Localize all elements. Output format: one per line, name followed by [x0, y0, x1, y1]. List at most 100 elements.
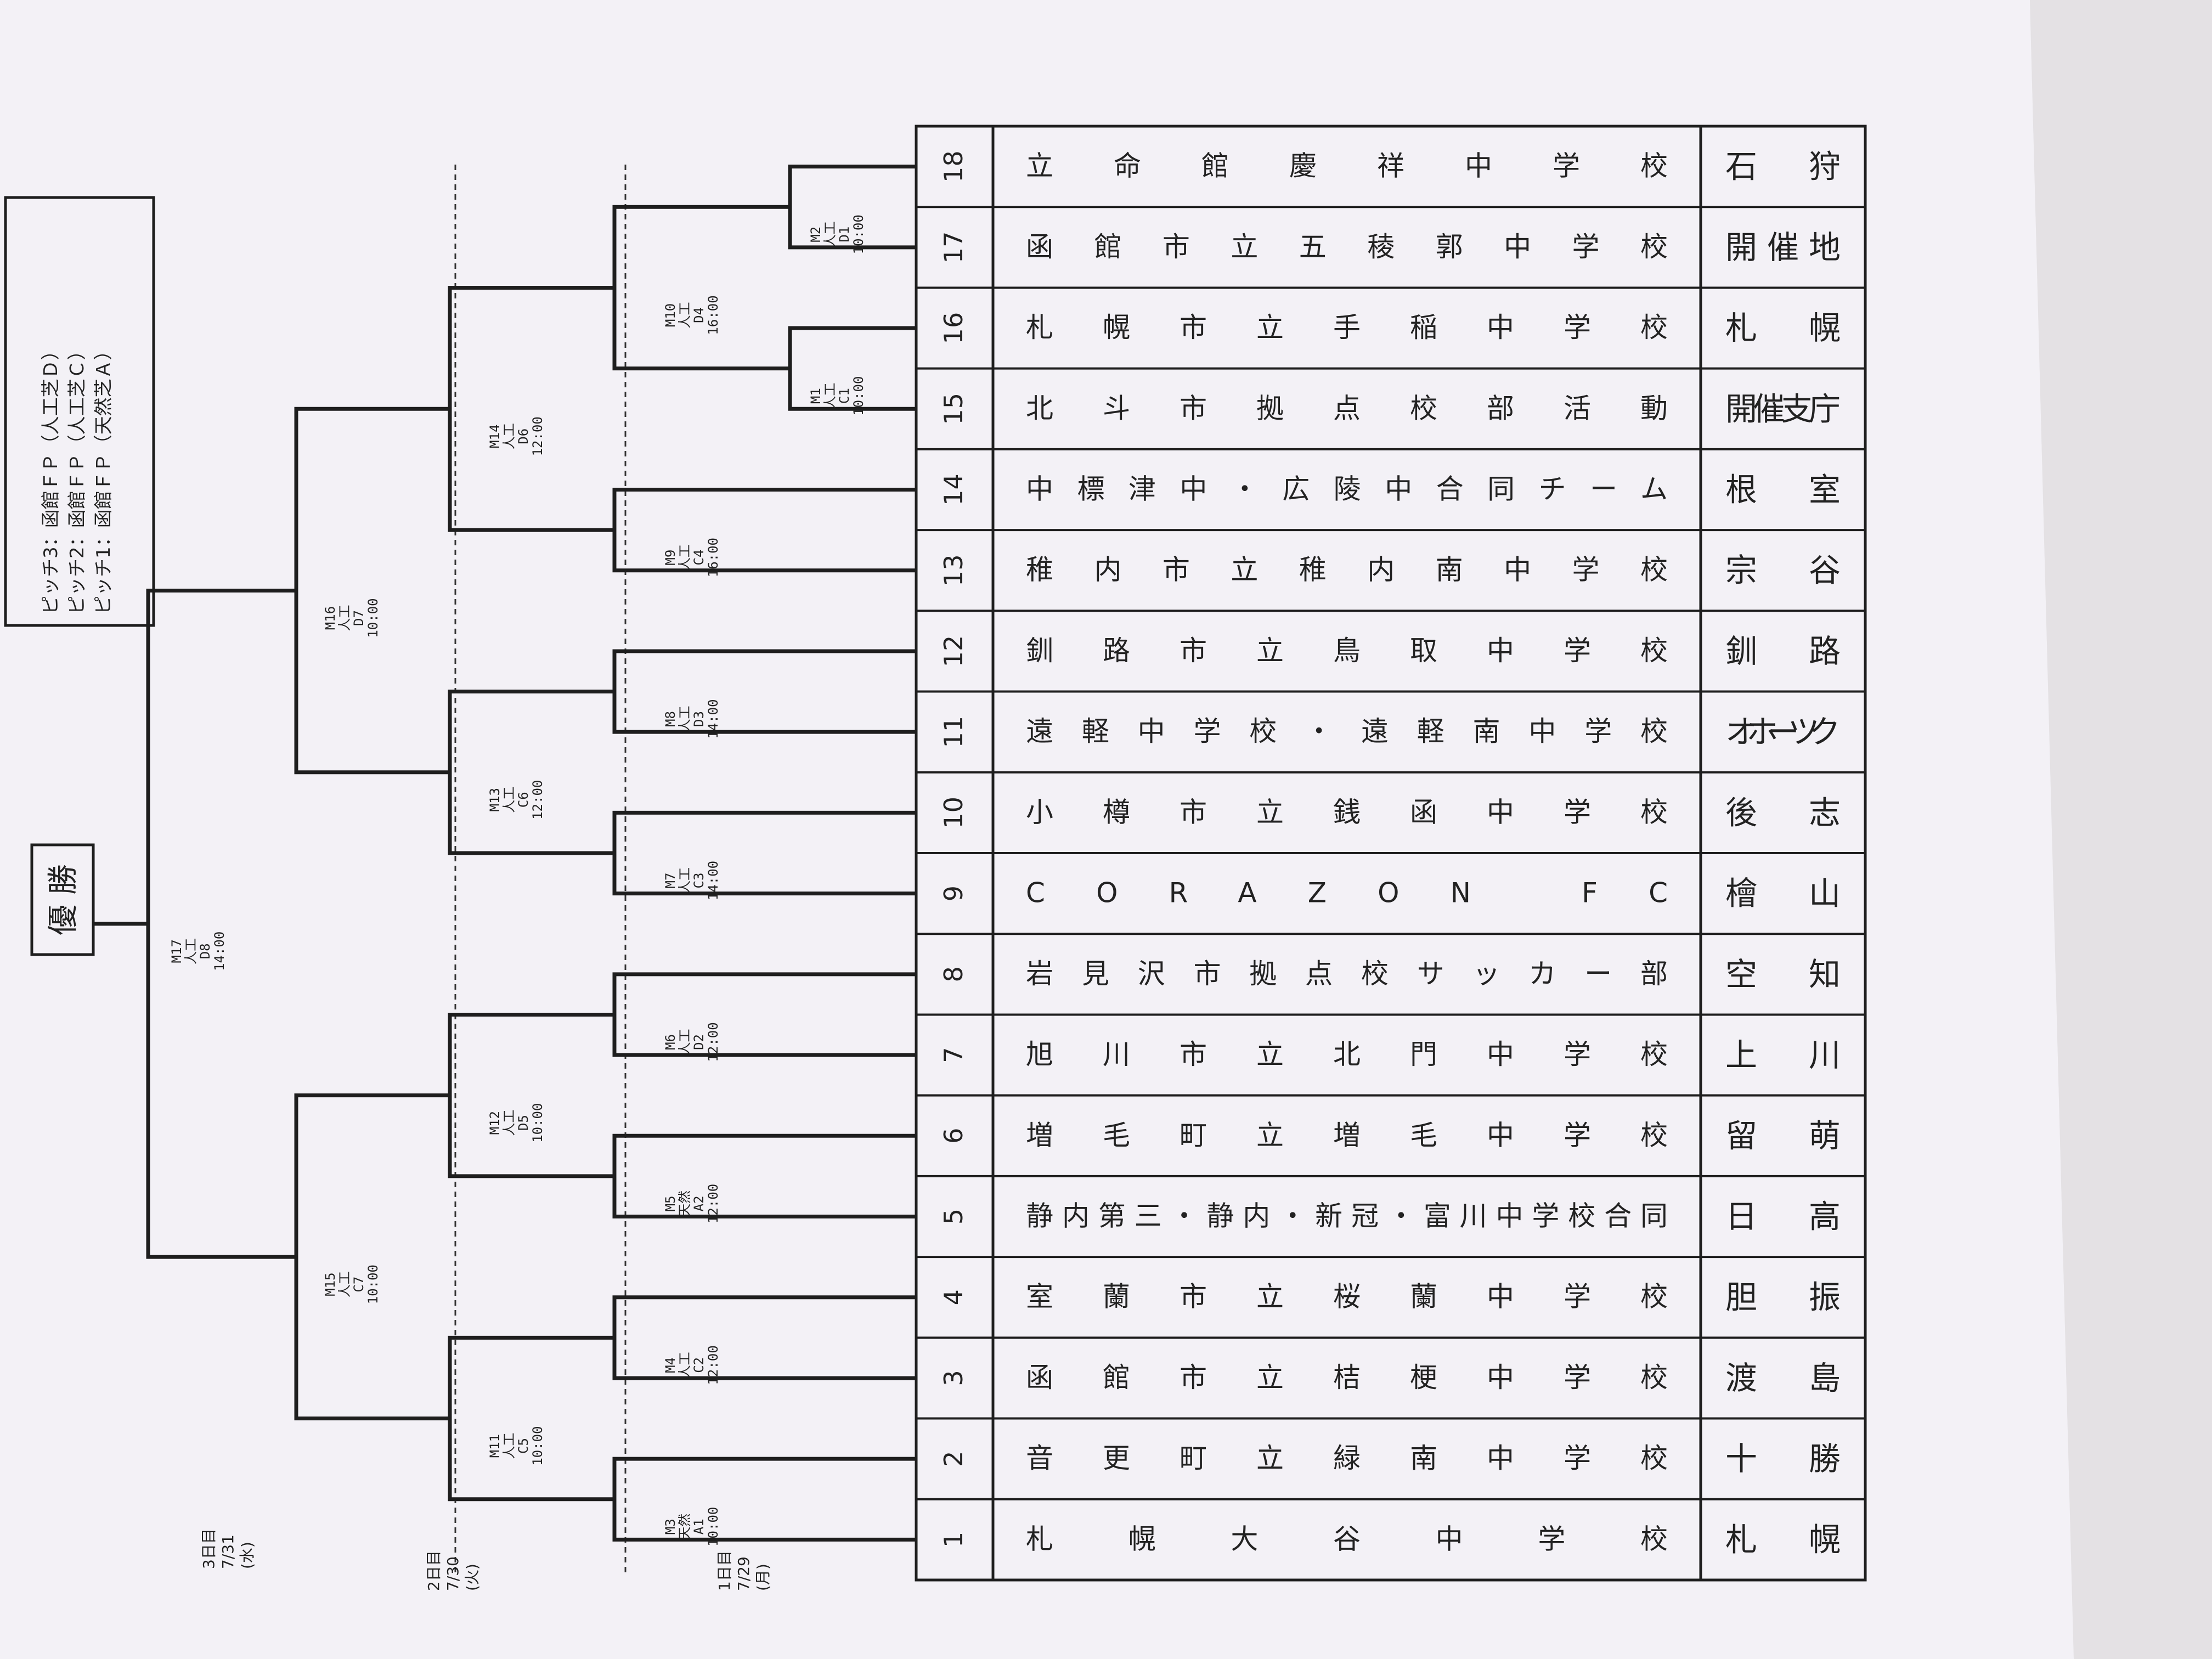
team-number: 15	[939, 393, 968, 425]
team-number: 13	[939, 554, 968, 586]
match-text: M4	[663, 1357, 678, 1373]
match-text: M14	[487, 425, 503, 448]
team-number: 6	[939, 1128, 968, 1144]
svg-text:1日目: 1日目	[715, 1550, 733, 1591]
team-number: 1	[939, 1532, 968, 1548]
match-text: D6	[516, 428, 531, 444]
team-number: 4	[939, 1289, 968, 1305]
team-number: 11	[939, 716, 968, 748]
match-text: M13	[487, 788, 503, 811]
team-region: オホーツク	[1725, 713, 1841, 751]
team-number: 8	[939, 966, 968, 982]
match-text: 人工	[337, 1271, 352, 1297]
paper-sheet	[0, 0, 2074, 1659]
match-text: C1	[837, 388, 852, 404]
match-text: 人工	[501, 1433, 517, 1459]
match-labels: M1人工C110:00M2人工D110:00M3天然A110:00M4人工C21…	[169, 215, 866, 1547]
match-text: 16:00	[706, 538, 721, 577]
team-number: 2	[939, 1451, 968, 1467]
legend-line-1: ピッチ1：函館ＦＰ（天然芝Ａ）	[93, 341, 115, 614]
pitch-legend: ピッチ1：函館ＦＰ（天然芝Ａ） ピッチ2：函館ＦＰ（人工芝Ｃ） ピッチ3：函館Ｆ…	[4, 196, 155, 627]
match-text: C7	[351, 1277, 366, 1293]
team-school: 旭川市立北門中学校	[1026, 1039, 1668, 1070]
match-text: C2	[691, 1357, 707, 1373]
svg-text:(月): (月)	[754, 1564, 772, 1591]
svg-text:(水): (水)	[238, 1542, 256, 1569]
match-text: 人工	[822, 221, 838, 247]
match-text: 10:00	[530, 1103, 545, 1143]
team-school: 小樽市立銭函中学校	[1026, 796, 1668, 828]
team-school: 函館市立桔梗中学校	[1026, 1362, 1668, 1393]
team-number: 18	[939, 150, 968, 183]
match-text: 10:00	[365, 1265, 381, 1304]
match-text: 天然	[677, 1514, 692, 1540]
team-school: 音更町立緑南中学校	[1026, 1442, 1668, 1474]
match-text: M6	[663, 1034, 678, 1050]
match-text: 人工	[501, 787, 517, 813]
match-text: M15	[323, 1272, 338, 1296]
match-text: D3	[691, 711, 707, 727]
legend-line-2: ピッチ2：函館ＦＰ（人工芝Ｃ）	[66, 341, 88, 614]
match-text: 12:00	[530, 416, 545, 456]
team-number: 10	[939, 797, 968, 829]
match-text: 10:00	[851, 215, 866, 254]
match-text: 人工	[677, 706, 692, 732]
team-number: 14	[939, 473, 968, 506]
match-text: 14:00	[706, 861, 721, 900]
svg-text:7/29: 7/29	[735, 1556, 753, 1591]
day-label-2: 2日目 7/30 (火)	[425, 1550, 481, 1591]
match-text: C5	[516, 1438, 531, 1454]
legend-line-3: ピッチ3：函館ＦＰ（人工芝Ｄ）	[40, 341, 62, 614]
match-text: 10:00	[851, 376, 866, 416]
champion-label: 優 勝	[46, 864, 81, 935]
match-text: 12:00	[706, 1345, 721, 1385]
match-text: D2	[691, 1034, 707, 1050]
paper-shadow	[2030, 0, 2212, 1659]
svg-text:7/31: 7/31	[219, 1534, 237, 1569]
team-number: 7	[939, 1047, 968, 1063]
champion-box: 優 勝	[30, 843, 95, 956]
team-number: 5	[939, 1209, 968, 1224]
match-text: A1	[691, 1519, 707, 1534]
match-text: 16:00	[706, 295, 721, 335]
team-number: 12	[939, 635, 968, 668]
match-text: M9	[663, 550, 678, 566]
match-text: 人工	[337, 605, 352, 631]
match-text: 14:00	[706, 699, 721, 738]
match-text: 人工	[677, 1029, 692, 1055]
team-school: 中標津中・広陵中合同チーム	[1026, 473, 1668, 505]
match-text: M3	[663, 1519, 678, 1534]
match-text: 人工	[677, 544, 692, 571]
match-text: 人工	[183, 938, 199, 964]
match-text: M17	[169, 939, 184, 963]
match-text: 人工	[501, 1110, 517, 1136]
team-number: 9	[939, 885, 968, 901]
match-text: 10:00	[530, 1426, 545, 1465]
team-school: 釧路市立鳥取中学校	[1026, 635, 1668, 667]
match-text: M7	[663, 873, 678, 889]
team-region: 開催地	[1725, 229, 1841, 266]
team-region: 開催支庁	[1725, 390, 1841, 427]
match-text: 10:00	[365, 598, 381, 637]
match-text: M2	[808, 227, 823, 242]
match-text: D5	[516, 1115, 531, 1131]
match-text: 12:00	[706, 1184, 721, 1223]
team-school: 札幌大谷中学校	[1026, 1523, 1668, 1555]
match-text: 10:00	[706, 1507, 721, 1547]
team-school: 増毛町立増毛中学校	[1026, 1119, 1668, 1151]
